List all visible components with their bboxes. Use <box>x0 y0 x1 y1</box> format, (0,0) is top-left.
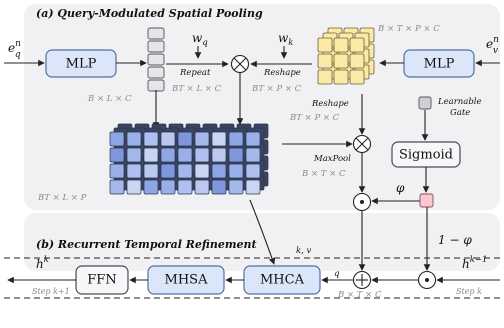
dim-bt-l-p: BT × L × P <box>37 193 87 203</box>
query-token <box>147 40 165 53</box>
mhca-label: MHCA <box>260 273 305 288</box>
grid-cell <box>109 131 125 147</box>
panel-b-background <box>24 213 500 271</box>
wq-label: wq <box>192 31 208 48</box>
grid-cell <box>211 131 227 147</box>
grid-cell <box>177 163 193 179</box>
grid-cell <box>228 131 244 147</box>
grid-cell <box>160 179 176 195</box>
learnable-gate-label-2: Gate <box>450 108 470 118</box>
multiply-op-top-cross-b <box>233 57 247 71</box>
grid-cell <box>228 179 244 195</box>
step-right-label: Step k <box>456 287 482 296</box>
mhsa-label: MHSA <box>165 273 209 288</box>
cube-cell <box>333 53 349 69</box>
cube-cell <box>317 53 333 69</box>
query-token-column <box>147 27 165 92</box>
h-k-label: hk <box>36 255 49 271</box>
grid-cell <box>211 163 227 179</box>
grid-cell <box>143 179 159 195</box>
grid-cell <box>109 163 125 179</box>
multiply-op-mid-cross-b <box>355 137 369 151</box>
grid-cell <box>143 131 159 147</box>
grid-cell <box>245 179 261 195</box>
grid-cell <box>143 147 159 163</box>
grid-cell <box>143 163 159 179</box>
q-label: q <box>334 269 340 279</box>
dim-b-l-c: B × L × C <box>87 94 132 104</box>
step-left-label: Step k+1 <box>32 287 70 296</box>
grid-cell <box>211 179 227 195</box>
phi-label: φ <box>396 181 405 195</box>
learnable-gate-label-1: Learnable <box>437 97 482 107</box>
grid-cell <box>126 131 142 147</box>
cube-cell <box>349 69 365 85</box>
hadamard-op-low-dot <box>425 278 429 282</box>
panel-b-title: (b) Recurrent Temporal Refinement <box>36 238 257 251</box>
query-token <box>147 79 165 92</box>
grid-cell <box>228 163 244 179</box>
gate-weight-square <box>419 193 434 208</box>
grid-cell <box>177 131 193 147</box>
wk-label: wk <box>278 31 293 48</box>
reshape-mid-label: Reshape <box>311 99 349 109</box>
h-k-minus-1-label: hk−1 <box>462 255 487 271</box>
cube-cell <box>317 69 333 85</box>
cube-cell <box>349 53 365 69</box>
grid-cell <box>109 179 125 195</box>
grid-cell <box>228 147 244 163</box>
grid-to-mhca-arrow <box>249 199 276 265</box>
grid-cell <box>194 147 210 163</box>
grid-cell <box>194 179 210 195</box>
grid-cell <box>194 131 210 147</box>
grid-cell <box>245 163 261 179</box>
dim-bt-p-c-right: BT × P × C <box>251 84 302 94</box>
repeat-label: Repeat <box>179 68 211 78</box>
cube-cell <box>317 37 333 53</box>
one-minus-phi-label: 1 − φ <box>438 233 472 247</box>
learnable-gate-square <box>418 96 432 110</box>
query-token <box>147 53 165 66</box>
grid-cell <box>177 147 193 163</box>
mlp-right-label: MLP <box>424 57 455 72</box>
query-token <box>147 27 165 40</box>
grid-cell <box>109 147 125 163</box>
cube-cell <box>333 69 349 85</box>
grid-cell <box>126 147 142 163</box>
kv-label: k, v <box>296 246 312 256</box>
visual-feature-cube <box>317 27 375 85</box>
sigmoid-label: Sigmoid <box>399 148 453 163</box>
grid-cell <box>194 163 210 179</box>
grid-cell <box>160 163 176 179</box>
maxpool-label: MaxPool <box>313 154 351 164</box>
mlp-left-label: MLP <box>66 57 97 72</box>
panel-a-title: (a) Query-Modulated Spatial Pooling <box>36 7 263 20</box>
cube-cell <box>333 37 349 53</box>
cube-cell <box>349 37 365 53</box>
similarity-feature-grid <box>109 123 269 195</box>
hadamard-op-top-dot <box>360 200 364 204</box>
dim-bt-l-c: BT × L × C <box>171 84 222 94</box>
grid-cell <box>160 147 176 163</box>
grid-cell <box>160 131 176 147</box>
query-token <box>147 66 165 79</box>
grid-cell <box>126 179 142 195</box>
grid-cell <box>177 179 193 195</box>
grid-cell <box>245 131 261 147</box>
grid-cell <box>245 147 261 163</box>
grid-cell <box>211 147 227 163</box>
dim-b-t-c-mid: B × T × C <box>301 169 346 179</box>
grid-cell <box>126 163 142 179</box>
dim-bt-p-c-mid: BT × P × C <box>289 113 340 123</box>
dim-b-t-c: B × T × C <box>337 290 382 300</box>
dim-b-t-p-c: B × T × P × C <box>377 24 440 34</box>
ffn-label: FFN <box>87 273 116 288</box>
reshape-top-label: Reshape <box>263 68 301 78</box>
